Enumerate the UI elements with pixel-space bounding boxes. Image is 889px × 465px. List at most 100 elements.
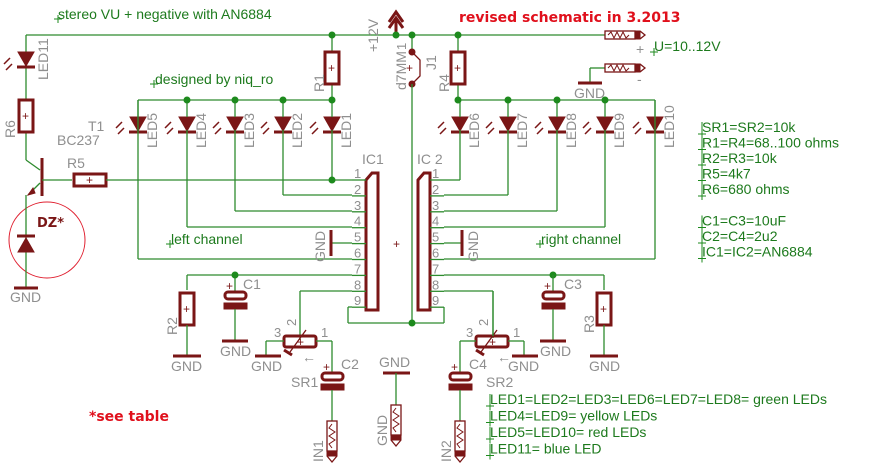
r4-label: R4 [436,74,452,92]
table-row: C2=C4=2u2 [702,228,778,244]
title-note: stereo VU + negative with AN6884 [54,6,272,23]
r1-label: R1 [311,74,327,92]
led-2: LED2 [260,100,305,148]
led-7: LED7 [485,100,530,148]
r3-label: R3 [581,315,597,333]
dz-label: DZ* [37,216,64,231]
r2-label: R2 [164,317,180,335]
led-4: LED4 [164,100,209,148]
ic-pin-number: 2 [432,182,439,197]
table-row: LED4=LED9= yellow LEDs [490,408,657,424]
ic-pin-number: 7 [354,261,361,276]
capacitor-c1: + C1 GND [220,275,261,359]
j1-name: J1 [423,55,439,70]
ic-pin-number: 3 [354,198,361,213]
sr1-pin3: 3 [274,325,281,340]
led-label: LED7 [514,113,530,148]
resistor-r5: + R5 [67,155,108,188]
c4-label: C4 [469,356,487,372]
voltage-note: U=10..12V [650,38,721,56]
sr2-pin3: 3 [466,325,473,340]
gnd-jack: GND [379,354,410,370]
gnd-label: GND [312,231,328,262]
resistor-r6: + R6 [2,98,35,138]
c2-label: C2 [341,356,359,372]
led-label: LED4 [193,113,209,148]
led-11: LED11 [3,38,51,80]
plus-sign: + [636,41,644,57]
sr2-pin2: 2 [476,319,491,326]
table-row: R5=4k7 [702,166,751,182]
gnd-label: GND [10,289,41,305]
table-row: LED5=LED10= red LEDs [490,424,646,440]
potentiometer-sr2: + ← GND 3 2 1 SR2 [459,319,539,390]
capacitor-c2: + C2 [320,356,359,421]
svg-text:+: + [297,335,304,349]
led-1: LED1 [309,100,354,148]
gnd-label: GND [589,358,620,374]
ic2-label: IC 2 [417,151,443,167]
right-channel-note: right channel [536,231,621,248]
power-minus-connector: GND - [574,63,647,101]
revision-note: revised schematic in 3.2013 [459,10,681,26]
r6-label: R6 [2,120,18,138]
sr1-pin2: 2 [284,319,299,326]
ic-pin-number: 8 [432,277,439,292]
gnd-label: GND [251,358,282,374]
zener-dz: DZ* GND [8,195,86,305]
ic2: IC 2 [416,151,443,312]
svg-text:←: ← [497,349,511,365]
led-label: LED3 [241,113,257,148]
gnd-label: GND [540,343,571,359]
led-label: LED9 [611,113,627,148]
power-plus-connector: + [604,30,647,57]
capacitor-c4: + C4 [448,356,487,421]
in2-label: IN2 [438,440,454,462]
table-row: SR1=SR2=10k [702,119,796,135]
gnd-label: GND [379,354,410,370]
j1-value: d7MM [393,51,409,90]
sr2-label: SR2 [486,374,513,390]
gnd-label: GND [220,343,251,359]
led-table: LED1=LED2=LED3=LED6=LED7=LED8= green LED… [486,391,827,460]
minus-sign: - [637,71,642,87]
jumper-j1: + J1 d7MM 1 [393,35,439,320]
c1-label: C1 [243,276,261,292]
capacitor-c3: + C3 GND [540,275,582,359]
ic1: IC1 [362,151,384,312]
ic-pin-number: 2 [354,182,361,197]
left-channel-label: left channel [171,231,243,247]
ic-pin-number: 9 [354,293,361,308]
gnd-label: GND [574,85,605,101]
designer-note: designed by niq_ro [150,71,274,88]
svg-text:+: + [600,302,607,316]
ic-pin-number: 1 [432,166,439,181]
table-row: IC1=IC2=AN6884 [702,244,813,260]
gnd-label: GND [465,231,481,262]
gnd-label: GND [508,358,539,374]
resistor-r2: + R2 GND [164,291,202,374]
svg-text:+: + [393,237,400,251]
ic-pin-number: 5 [354,230,361,245]
table-row: LED1=LED2=LED3=LED6=LED7=LED8= green LED… [490,391,827,407]
ic-pin-number: 6 [432,246,439,261]
ic1-label: IC1 [362,151,384,167]
table-row: R1=R4=68..100 ohms [702,135,839,151]
voltage-label: U=10..12V [654,38,721,54]
table-row: C1=C3=10uF [702,213,786,229]
resistor-r4: + R4 [436,50,467,92]
in1-label: IN1 [310,440,326,462]
ic-pin-number: 8 [354,277,361,292]
left-channel-note: left channel [166,231,243,248]
gnd-label: GND [171,358,202,374]
sr2-pin1: 1 [513,325,520,340]
resistor-r1: + R1 [311,50,341,92]
schematic-title: stereo VU + negative with AN6884 [58,6,272,22]
input-jack-in1: IN1 [310,420,338,464]
svg-text:+: + [328,61,335,75]
svg-text:←: ← [302,349,316,365]
gnd-jack-label: GND [374,415,390,446]
r5-label: R5 [67,155,85,171]
input-jack-in2: IN2 [438,420,466,464]
svg-text:+: + [489,335,496,349]
